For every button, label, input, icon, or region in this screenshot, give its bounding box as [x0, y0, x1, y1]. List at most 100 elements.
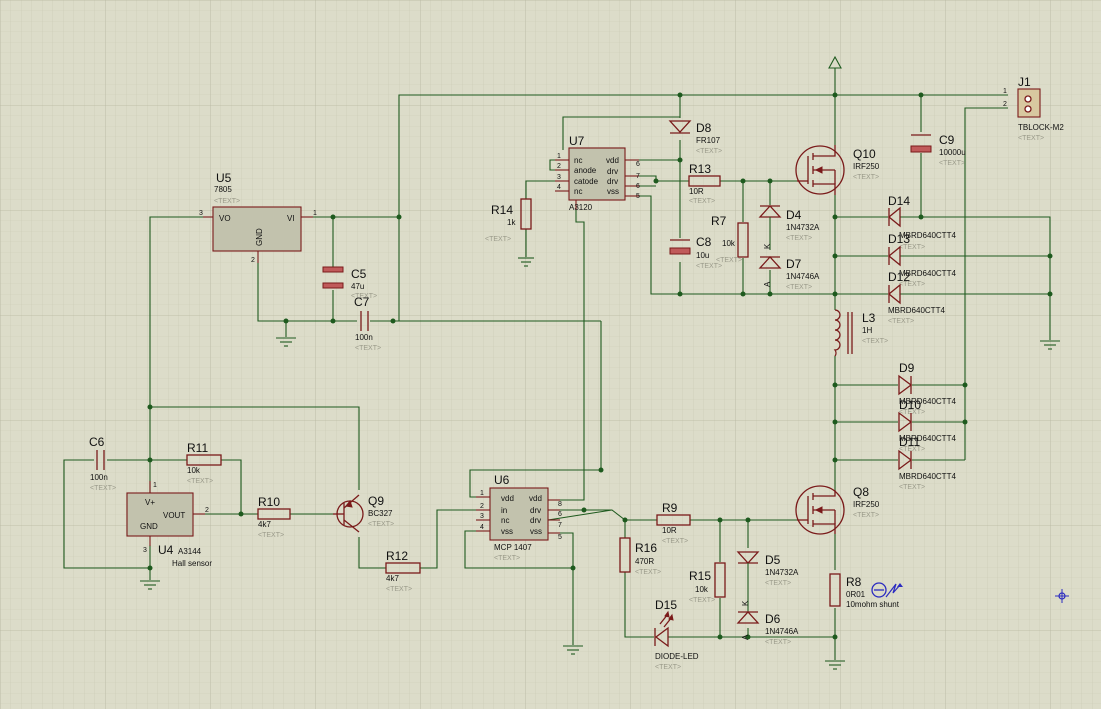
text-placeholder: <TEXT> — [786, 235, 812, 242]
pin-number: 7 — [636, 173, 640, 180]
pin-label: drv — [530, 516, 541, 525]
pin-label: VOUT — [163, 511, 185, 520]
value-label: A3144 — [178, 547, 202, 556]
text-placeholder: <TEXT> — [187, 478, 213, 485]
component-u6[interactable]: vdd in nc vss vdd drv drv vss 1 2 3 4 8 … — [476, 473, 562, 562]
ref-label: D7 — [786, 257, 802, 271]
component-q10[interactable]: Q10 IRF250 <TEXT> — [795, 145, 880, 195]
component-d10[interactable]: D10 MBRD640CTT4 <TEXT> — [898, 398, 956, 453]
ref-label: C8 — [696, 235, 712, 249]
component-d14[interactable]: D14 MBRD640CTT4 <TEXT> — [887, 194, 956, 251]
ref-label: R9 — [662, 501, 678, 515]
component-u7[interactable]: nc anode catode nc vdd drv drv vss 1 2 3… — [555, 134, 640, 212]
component-r11[interactable]: R11 10k <TEXT> — [186, 441, 222, 485]
component-c8[interactable]: C8 10u <TEXT> — [669, 235, 722, 270]
value-label: MCP 1407 — [494, 543, 532, 552]
value-label: MBRD640CTT4 — [888, 306, 945, 315]
component-d6[interactable]: K A D6 1N4746A <TEXT> — [736, 600, 799, 646]
component-q9[interactable]: Q9 BC327 <TEXT> — [333, 494, 394, 533]
ref-label: D9 — [899, 361, 915, 375]
value-label: 100n — [90, 473, 108, 482]
pin-label: vss — [530, 527, 542, 536]
value-label: 1H — [862, 326, 872, 335]
value-label: 10R — [689, 187, 704, 196]
pin-label: GND — [255, 228, 264, 246]
value-label: 1N4746A — [765, 627, 799, 636]
text-placeholder: <TEXT> — [696, 148, 722, 155]
component-u5[interactable]: VO VI GND 3 1 2 U5 7805 <TEXT> — [199, 171, 317, 264]
pin-number: 7 — [558, 522, 562, 529]
ref-label: D13 — [888, 232, 910, 246]
value-label: 1N4746A — [786, 272, 820, 281]
junctions — [147, 92, 1053, 640]
component-r10[interactable]: R10 4k7 <TEXT> — [257, 495, 291, 539]
component-c7[interactable]: C7 100n <TEXT> — [354, 295, 381, 352]
ref-label: Q9 — [368, 494, 384, 508]
text-placeholder: <TEXT> — [368, 521, 394, 528]
text-placeholder: <TEXT> — [765, 639, 791, 646]
pin-label: nc — [574, 187, 582, 196]
ref-label: Q8 — [853, 485, 869, 499]
component-r15[interactable]: R15 10k <TEXT> — [689, 562, 726, 604]
ref-label: R12 — [386, 549, 408, 563]
ref-label: R14 — [491, 203, 513, 217]
ground-icon — [140, 580, 160, 590]
pin-label: VI — [287, 214, 295, 223]
text-placeholder: <TEXT> — [351, 293, 377, 300]
ref-label: D5 — [765, 553, 781, 567]
value-label: 470R — [635, 557, 654, 566]
text-placeholder: <TEXT> — [888, 318, 914, 325]
component-r9[interactable]: R9 10R <TEXT> — [656, 501, 691, 545]
ref-label: R11 — [187, 441, 208, 455]
component-r13[interactable]: R13 10R <TEXT> — [688, 162, 721, 205]
pin-number: 1 — [153, 482, 157, 489]
pin-label: VO — [219, 214, 231, 223]
component-d15[interactable]: D15 DIODE-LED <TEXT> — [654, 598, 699, 671]
component-d8[interactable]: D8 FR107 <TEXT> — [668, 120, 722, 155]
pin-number: 2 — [251, 257, 255, 264]
ground-icon — [518, 257, 534, 267]
text-placeholder: <TEXT> — [696, 263, 722, 270]
component-c9[interactable]: C9 10000u <TEXT> — [910, 133, 966, 167]
component-d12[interactable]: D12 MBRD640CTT4 <TEXT> — [887, 270, 945, 325]
ref-label: R15 — [689, 569, 711, 583]
component-d13[interactable]: D13 MBRD640CTT4 <TEXT> — [887, 232, 956, 288]
component-r12[interactable]: R12 4k7 <TEXT> — [385, 549, 421, 593]
text-placeholder: <TEXT> — [765, 580, 791, 587]
text-placeholder: <TEXT> — [689, 198, 715, 205]
value-label: 10k — [722, 239, 736, 248]
pin-number: 2 — [1003, 101, 1007, 108]
component-r14[interactable]: R14 1k <TEXT> — [485, 198, 532, 243]
power-terminal-icon — [828, 55, 842, 69]
component-d9[interactable]: D9 MBRD640CTT4 <TEXT> — [898, 361, 956, 416]
pin-label: nc — [501, 516, 509, 525]
text-placeholder: <TEXT> — [853, 174, 879, 181]
text-placeholder: <TEXT> — [689, 597, 715, 604]
component-d4[interactable]: K D4 1N4732A <TEXT> — [758, 205, 820, 250]
component-c6[interactable]: C6 100n <TEXT> — [89, 435, 116, 492]
component-r16[interactable]: R16 470R <TEXT> — [619, 537, 661, 576]
text-placeholder: <TEXT> — [899, 446, 925, 453]
pin-label: vdd — [501, 494, 514, 503]
component-r7[interactable]: R7 10k <TEXT> — [711, 214, 749, 264]
pin-number: 4 — [480, 524, 484, 531]
current-probe-icon[interactable] — [871, 582, 903, 598]
component-c5[interactable]: C5 47u <TEXT> — [322, 266, 377, 300]
pin-number: 3 — [143, 547, 147, 554]
component-d7[interactable]: A D7 1N4746A <TEXT> — [758, 256, 820, 291]
component-l3[interactable]: L3 1H <TEXT> — [833, 309, 888, 357]
component-d5[interactable]: D5 1N4732A <TEXT> — [736, 551, 799, 612]
component-d11[interactable]: D11 MBRD640CTT4 <TEXT> — [898, 435, 956, 491]
pin-label: A — [741, 634, 750, 640]
component-u4[interactable]: V+ VOUT GND 1 2 3 U4 A3144 Hall sensor — [126, 481, 212, 568]
component-q8[interactable]: Q8 IRF250 <TEXT> — [795, 485, 880, 535]
component-r8[interactable]: R8 0R01 10mohm shunt — [829, 573, 900, 609]
pin-label: catode — [574, 177, 599, 186]
ref-label: R16 — [635, 541, 657, 555]
component-j1[interactable]: 1 2 J1 TBLOCK-M2 <TEXT> — [1003, 75, 1064, 142]
value-label: 10u — [696, 251, 709, 260]
ref-label: U6 — [494, 473, 510, 487]
text-placeholder: <TEXT> — [355, 345, 381, 352]
